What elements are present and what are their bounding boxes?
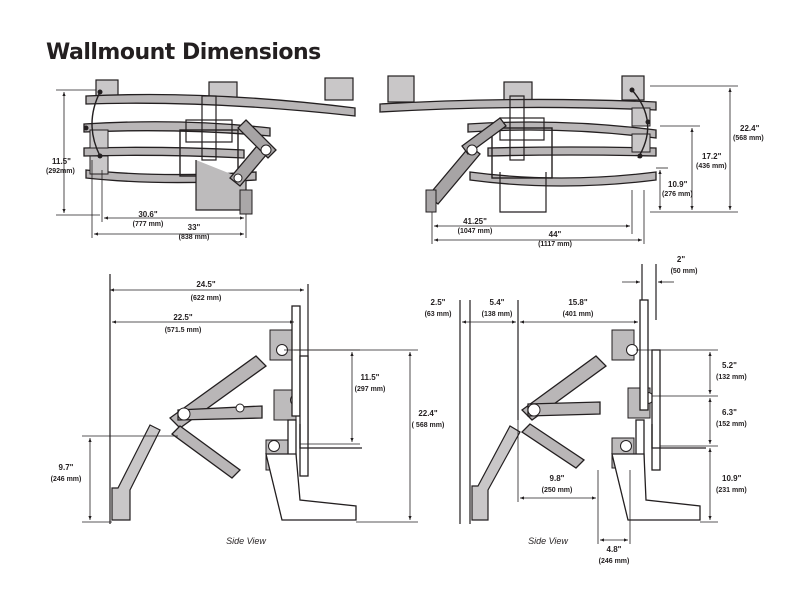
dim-sl-4-mm: ( 568 mm) <box>412 422 445 429</box>
dim-sr-3-in: 5.4" <box>490 298 505 307</box>
dim-tr-2-in: 17.2" <box>702 152 722 161</box>
dim-tr-1-in: 22.4" <box>740 124 760 133</box>
dim-sr-5-mm: (132 mm) <box>716 374 747 381</box>
dim-tr-4-mm: (1047 mm) <box>458 228 493 235</box>
dim-sl-5-in: 9.7" <box>59 463 74 472</box>
dim-sr-5-in: 5.2" <box>722 361 737 370</box>
dim-sl-1-in: 24.5" <box>196 280 216 289</box>
dim-sr-2-in: 2.5" <box>431 298 446 307</box>
dim-sr-4-mm: (401 mm) <box>563 311 594 318</box>
dim-tr-1-mm: (568 mm) <box>733 135 764 142</box>
dim-sr-7-in: 10.9" <box>722 474 742 483</box>
dim-sr-2-mm: (63 mm) <box>425 311 452 318</box>
dim-tl-1-in: 11.5" <box>52 157 71 166</box>
dim-sl-2-in: 22.5" <box>173 313 193 322</box>
dim-sl-2-mm: (571.5 mm) <box>165 327 202 334</box>
dim-sr-6-in: 6.3" <box>722 408 737 417</box>
dim-sr-3-mm: (138 mm) <box>482 311 513 318</box>
dim-tl-2-in: 30.6" <box>138 210 158 219</box>
dim-tl-3-mm: (838 mm) <box>179 234 210 241</box>
dim-sr-6-mm: (152 mm) <box>716 421 747 428</box>
side-view-right: 2" (50 mm) 2.5" (63 mm) 5.4" (138 mm) 15… <box>425 255 747 565</box>
dim-tl-3-in: 33" <box>188 223 201 232</box>
dim-tl-1-mm: (292mm) <box>46 168 75 175</box>
side-view-caption-right: Side View <box>528 536 568 546</box>
dim-tr-5-in: 44" <box>549 230 562 239</box>
dim-tr-3-mm: (276 mm) <box>662 191 693 198</box>
dim-sr-8-mm: (250 mm) <box>542 487 573 494</box>
dim-tr-3-in: 10.9" <box>668 180 688 189</box>
dim-tr-4-in: 41.25" <box>463 217 487 226</box>
top-view-left: 11.5" (292mm) 30.6" (777 mm) 33" (838 mm… <box>46 77 356 241</box>
dim-sl-4-in: 22.4" <box>418 409 438 418</box>
page-title: Wallmount Dimensions <box>46 40 321 65</box>
side-view-caption-left: Side View <box>226 536 266 546</box>
dim-sr-9-in: 4.8" <box>607 545 622 554</box>
dim-sl-1-mm: (622 mm) <box>191 295 222 302</box>
dim-sr-1-mm: (50 mm) <box>671 268 698 275</box>
dim-tr-2-mm: (436 mm) <box>696 163 727 170</box>
side-view-left: 24.5" (622 mm) 22.5" (571.5 mm) 11.5" (2… <box>51 274 445 546</box>
dim-tl-2-mm: (777 mm) <box>133 221 164 228</box>
dim-sr-4-in: 15.8" <box>568 298 588 307</box>
dim-tr-5-mm: (1117 mm) <box>538 241 572 248</box>
dim-sr-9-mm: (246 mm) <box>599 558 630 565</box>
dim-sl-3-mm: (297 mm) <box>355 386 386 393</box>
dim-sr-8-in: 9.8" <box>550 474 565 483</box>
dim-sl-5-mm: (246 mm) <box>51 476 82 483</box>
dim-sr-7-mm: (231 mm) <box>716 487 747 494</box>
top-view-right: 22.4" (568 mm) 17.2" (436 mm) 10.9" (276… <box>379 75 764 248</box>
dim-sr-1-in: 2" <box>677 255 685 264</box>
dim-sl-3-in: 11.5" <box>361 373 380 382</box>
